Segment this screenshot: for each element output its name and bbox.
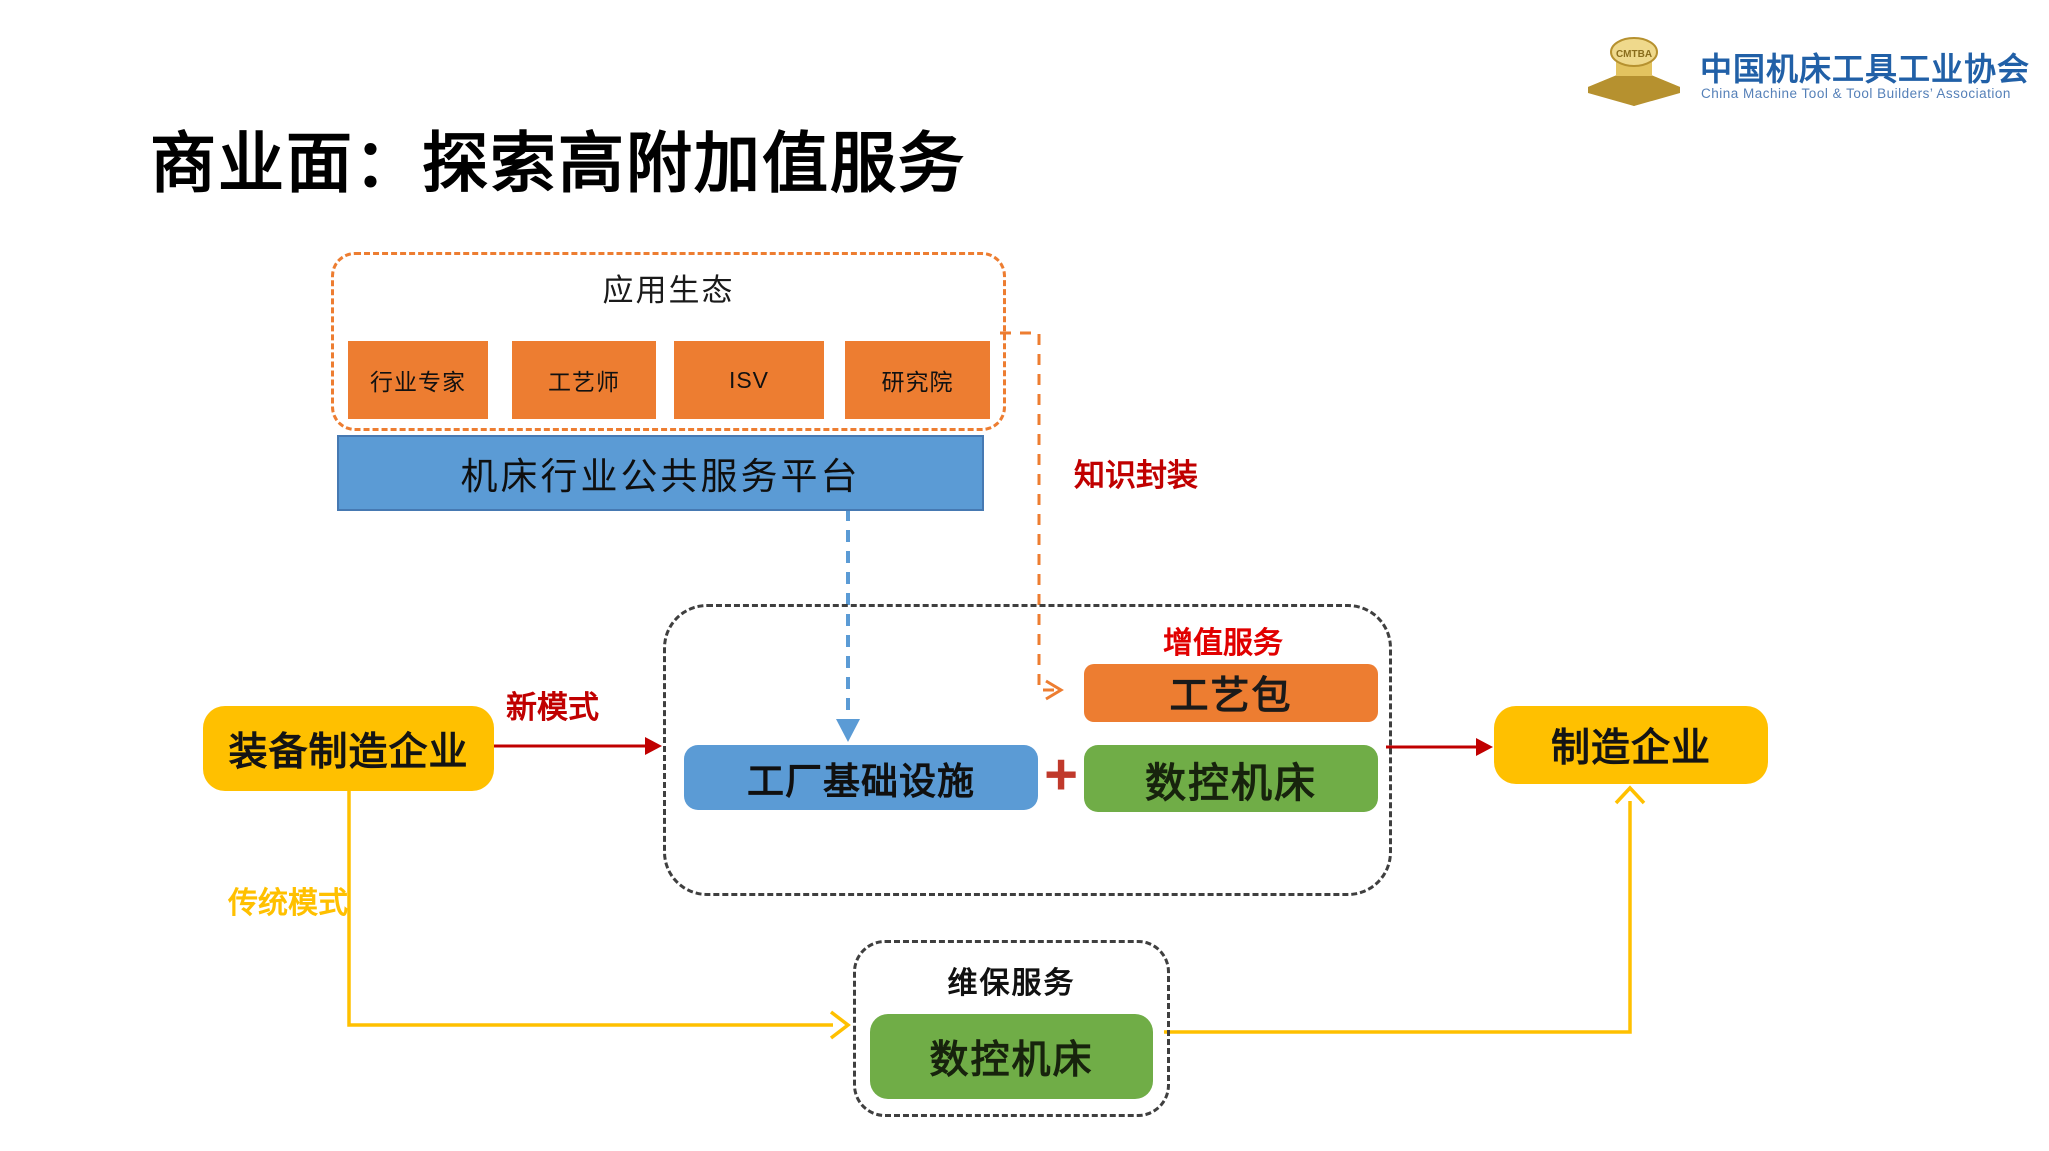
maintenance-service-title: 维保服务 (947, 967, 1076, 1000)
traditional-mode-label: 传统模式 (228, 887, 348, 920)
cnc-machine-maintenance-box: 数控机床 (870, 1014, 1153, 1099)
application-ecosystem-title: 应用生态 (602, 273, 735, 308)
maintenance-service-box: 维保服务 数控机床 (853, 940, 1170, 1117)
knowledge-packaging-label: 知识封装 (1074, 458, 1198, 493)
factory-infrastructure-box: 工厂基础设施 (684, 745, 1038, 810)
application-ecosystem-box: 应用生态 行业专家 工艺师 ISV 研究院 (331, 252, 1006, 431)
manufacturer-box: 制造企业 (1494, 706, 1768, 784)
plus-sign: + (1044, 742, 1078, 807)
value-added-service-label: 增值服务 (1163, 627, 1283, 660)
org-name-en: China Machine Tool & Tool Builders’ Asso… (1701, 86, 2011, 101)
cmtba-emblem-icon: CMTBA (1586, 30, 1682, 113)
eco-item-research-institute: 研究院 (845, 341, 990, 419)
eco-item-process-engineer: 工艺师 (512, 341, 656, 419)
new-mode-label: 新模式 (506, 690, 599, 725)
slide-title: 商业面：探索高附加值服务 (150, 126, 966, 200)
new-mode-arrow (494, 737, 662, 755)
eco-item-industry-expert: 行业专家 (348, 341, 488, 419)
eco-item-isv: ISV (674, 341, 824, 419)
logo-badge-text: CMTBA (1616, 49, 1652, 60)
org-name-zh: 中国机床工具工业协会 (1700, 51, 2031, 87)
equipment-manufacturer-box: 装备制造企业 (203, 706, 494, 791)
public-service-platform-bar: 机床行业公共服务平台 (337, 435, 984, 511)
value-chain-box: 增值服务 工艺包 工厂基础设施 + 数控机床 (663, 604, 1392, 896)
value-chain-output-arrow (1386, 738, 1493, 756)
cnc-machine-box: 数控机床 (1084, 745, 1378, 812)
process-package-box: 工艺包 (1084, 664, 1378, 722)
